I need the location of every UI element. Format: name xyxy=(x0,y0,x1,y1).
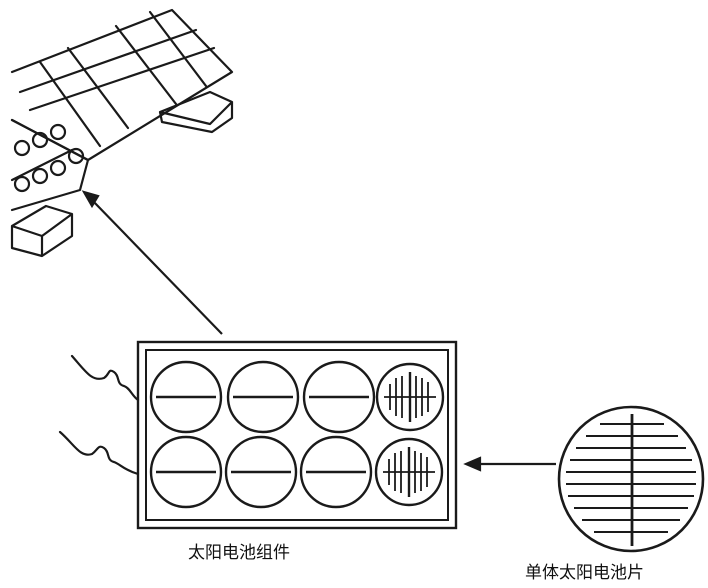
array-cell-circle xyxy=(49,159,67,177)
module-wire-leads xyxy=(58,354,140,476)
wire-lead-bottom xyxy=(58,430,140,476)
module-outer-frame xyxy=(136,340,458,530)
module-cell-gridded xyxy=(375,362,445,432)
single-cell-fingers xyxy=(566,423,696,533)
module-cell xyxy=(149,435,223,509)
array-grid-line xyxy=(18,28,198,94)
module-inner-frame xyxy=(145,349,449,521)
array-cell-circle xyxy=(13,139,31,157)
array-cell-circle xyxy=(31,131,49,149)
module-cell xyxy=(302,360,376,434)
array-front-edge xyxy=(10,118,90,212)
array-cell-circle xyxy=(13,175,31,193)
array-grid-line xyxy=(28,46,216,112)
module-cell xyxy=(226,360,300,434)
array-cell-circle xyxy=(67,147,85,165)
array-lower-edge xyxy=(10,148,74,182)
single-cell-circle xyxy=(557,405,705,553)
solar-module xyxy=(136,340,458,530)
wire-lead-top xyxy=(70,354,140,402)
array-cell-circle xyxy=(49,123,67,141)
array-support-block-right xyxy=(158,90,234,134)
label-solar-module: 太阳电池组件 xyxy=(188,543,290,563)
array-grid-line xyxy=(114,24,178,106)
array-grid-line xyxy=(38,60,102,148)
module-cell xyxy=(149,360,223,434)
label-single-cell: 单体太阳电池片 xyxy=(525,563,644,583)
arrow-cell-to-module xyxy=(463,456,556,472)
arrow-module-to-array xyxy=(81,190,223,335)
array-cell-circle xyxy=(31,167,49,185)
module-cell-gridded xyxy=(374,437,444,507)
module-cell xyxy=(299,435,373,509)
solar-array xyxy=(10,8,234,258)
module-cell-grid-pattern xyxy=(383,372,436,497)
single-cell xyxy=(557,405,705,553)
array-grid-line xyxy=(148,10,208,88)
module-cell xyxy=(224,435,298,509)
array-support-block-left xyxy=(10,204,74,258)
